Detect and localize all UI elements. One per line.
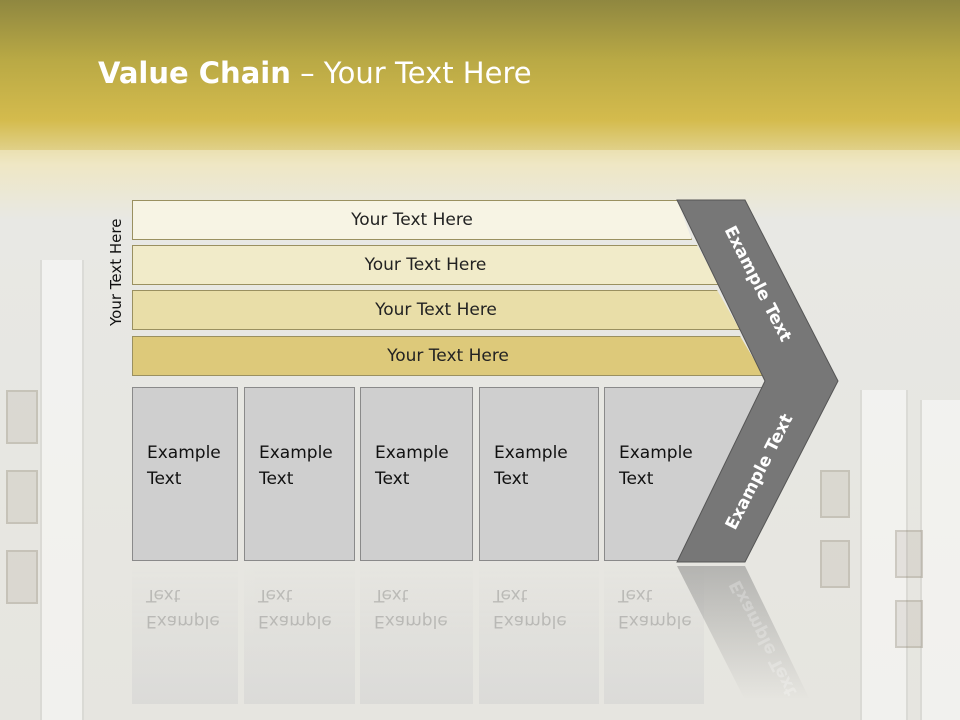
step-box-1-line2: Text xyxy=(147,469,182,489)
slide-title-bold: Value Chain xyxy=(98,56,291,90)
step-box-2-line1: Example xyxy=(259,443,333,463)
chevron-shape xyxy=(676,199,839,563)
stripe-1-label: Your Text Here xyxy=(351,210,473,230)
stripe-3-label: Your Text Here xyxy=(375,300,497,320)
slide-title-rest: – Your Text Here xyxy=(290,56,532,90)
step-box-1-line1: Example xyxy=(147,443,221,463)
step-box-4[interactable]: Example Text xyxy=(479,387,599,561)
step-box-5-line2: Text xyxy=(619,469,654,489)
step-box-4-line2: Text xyxy=(494,469,529,489)
stripe-4-label: Your Text Here xyxy=(387,346,509,366)
chevron-reflection xyxy=(677,566,810,700)
slide-title: Value Chain – Your Text Here xyxy=(98,56,532,90)
step-box-2[interactable]: Example Text xyxy=(244,387,355,561)
step-box-3[interactable]: Example Text xyxy=(360,387,473,561)
stripe-1[interactable]: Your Text Here xyxy=(132,200,692,240)
step-box-2-line2: Text xyxy=(259,469,294,489)
stripe-3[interactable]: Your Text Here xyxy=(132,290,740,330)
step-box-3-line2: Text xyxy=(375,469,410,489)
step-box-4-line1: Example xyxy=(494,443,568,463)
stripe-2[interactable]: Your Text Here xyxy=(132,245,719,285)
stripe-2-label: Your Text Here xyxy=(364,255,487,275)
step-box-3-line1: Example xyxy=(375,443,449,463)
step-box-1[interactable]: Example Text xyxy=(132,387,238,561)
step-box-5-line1: Example xyxy=(619,443,693,463)
